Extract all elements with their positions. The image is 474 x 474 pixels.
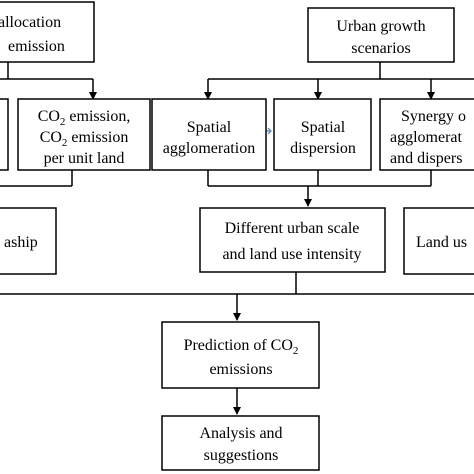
relationship-label: aship: [4, 234, 38, 251]
relationship-box: [0, 207, 57, 275]
synergy-line-3: and dispers: [390, 150, 462, 167]
analysis-line-1: Analysis and: [199, 425, 282, 442]
analysis-line-2: suggestions: [204, 447, 279, 464]
co2-emission-line-1: CO2 emission,: [38, 108, 131, 128]
different-scale-line-1: Different urban scale: [225, 220, 360, 237]
node-relationship: aship: [0, 207, 57, 275]
node-left-partial: [0, 98, 9, 171]
node-land-use: Land us: [403, 207, 474, 275]
spatial-agglomeration-line-1: Spatial: [187, 119, 232, 136]
land-use-box: [403, 207, 474, 275]
left-partial-box: [0, 98, 9, 171]
node-synergy: Synergy o agglomerat and dispers: [379, 98, 474, 171]
different-scale-line-2: and land use intensity: [222, 246, 361, 263]
spatial-agglomeration-line-2: agglomeration: [163, 140, 255, 157]
prediction-line-1: Prediction of CO2: [184, 337, 299, 357]
node-spatial-dispersion: Spatial dispersion: [273, 98, 372, 171]
co2-emission-line-2: CO2 emission: [40, 129, 129, 149]
node-prediction: Prediction of CO2 emissions: [161, 321, 320, 389]
urban-growth-line-2: scenarios: [351, 40, 411, 57]
spatial-dispersion-box: [273, 98, 372, 171]
different-scale-box: [199, 207, 386, 273]
node-different-scale: Different urban scale and land use inten…: [199, 207, 386, 273]
synergy-line-1: Synergy o: [401, 108, 466, 125]
spatial-dispersion-line-2: dispersion: [290, 140, 356, 157]
analysis-box: [161, 415, 320, 471]
node-analysis: Analysis and suggestions: [161, 415, 320, 471]
synergy-box: [379, 98, 474, 171]
synergy-line-2: agglomerat: [390, 129, 463, 146]
node-spatial-agglomeration: Spatial agglomeration: [151, 98, 267, 171]
node-co2-emission: CO2 emission, CO2 emission per unit land: [17, 98, 151, 171]
urban-growth-box: [307, 7, 455, 63]
node-urban-growth-scenarios: Urban growth scenarios: [307, 7, 455, 63]
co2-emission-line-3: per unit land: [44, 150, 125, 167]
allocation-line-2: emission: [8, 38, 65, 55]
allocation-line-1: allocation: [0, 14, 61, 31]
spatial-agglomeration-box: [151, 98, 267, 171]
prediction-line-2: emissions: [209, 361, 272, 378]
connectors: [0, 62, 474, 415]
prediction-box: [161, 321, 320, 389]
node-allocation-emission: allocation emission: [0, 1, 95, 63]
allocation-box: [0, 1, 95, 63]
co2-emission-box: [17, 98, 151, 171]
spatial-dispersion-line-1: Spatial: [301, 119, 346, 136]
land-use-label: Land us: [416, 234, 467, 251]
urban-growth-line-1: Urban growth: [336, 18, 425, 35]
